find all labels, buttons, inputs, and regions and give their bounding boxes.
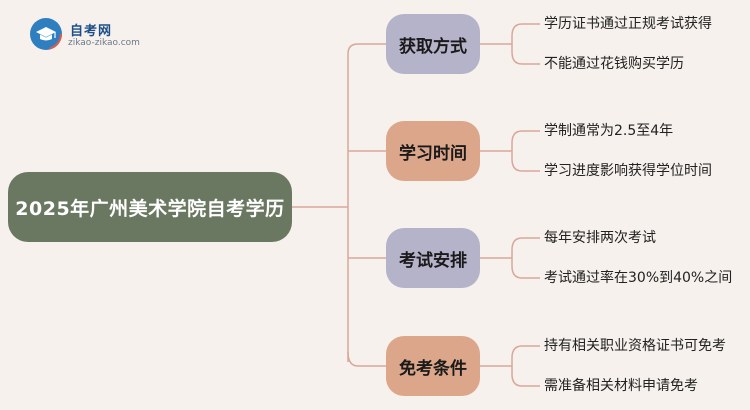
branch-node-exemption: 免考条件 [386, 336, 480, 396]
leaf-node: 需准备相关材料申请免考 [544, 378, 698, 394]
leaf-node: 持有相关职业资格证书可免考 [544, 338, 726, 354]
leaf-node: 学制通常为2.5至4年 [544, 123, 674, 139]
logo-url: zikao-zikao.com [68, 38, 140, 48]
branch-node-acquisition: 获取方式 [386, 14, 480, 74]
leaf-node: 学习进度影响获得学位时间 [544, 163, 712, 179]
branch-node-study-time: 学习时间 [386, 121, 480, 181]
site-logo: 自考网 zikao-zikao.com [30, 16, 140, 52]
logo-title: 自考网 [70, 24, 113, 39]
graduation-cap-icon [30, 18, 62, 50]
leaf-node: 不能通过花钱购买学历 [544, 56, 684, 72]
root-node: 2025年广州美术学院自考学历 [8, 172, 292, 242]
leaf-node: 每年安排两次考试 [544, 230, 656, 246]
leaf-node: 考试通过率在30%到40%之间 [544, 270, 733, 286]
branch-node-exam-schedule: 考试安排 [386, 228, 480, 288]
leaf-node: 学历证书通过正规考试获得 [544, 16, 712, 32]
